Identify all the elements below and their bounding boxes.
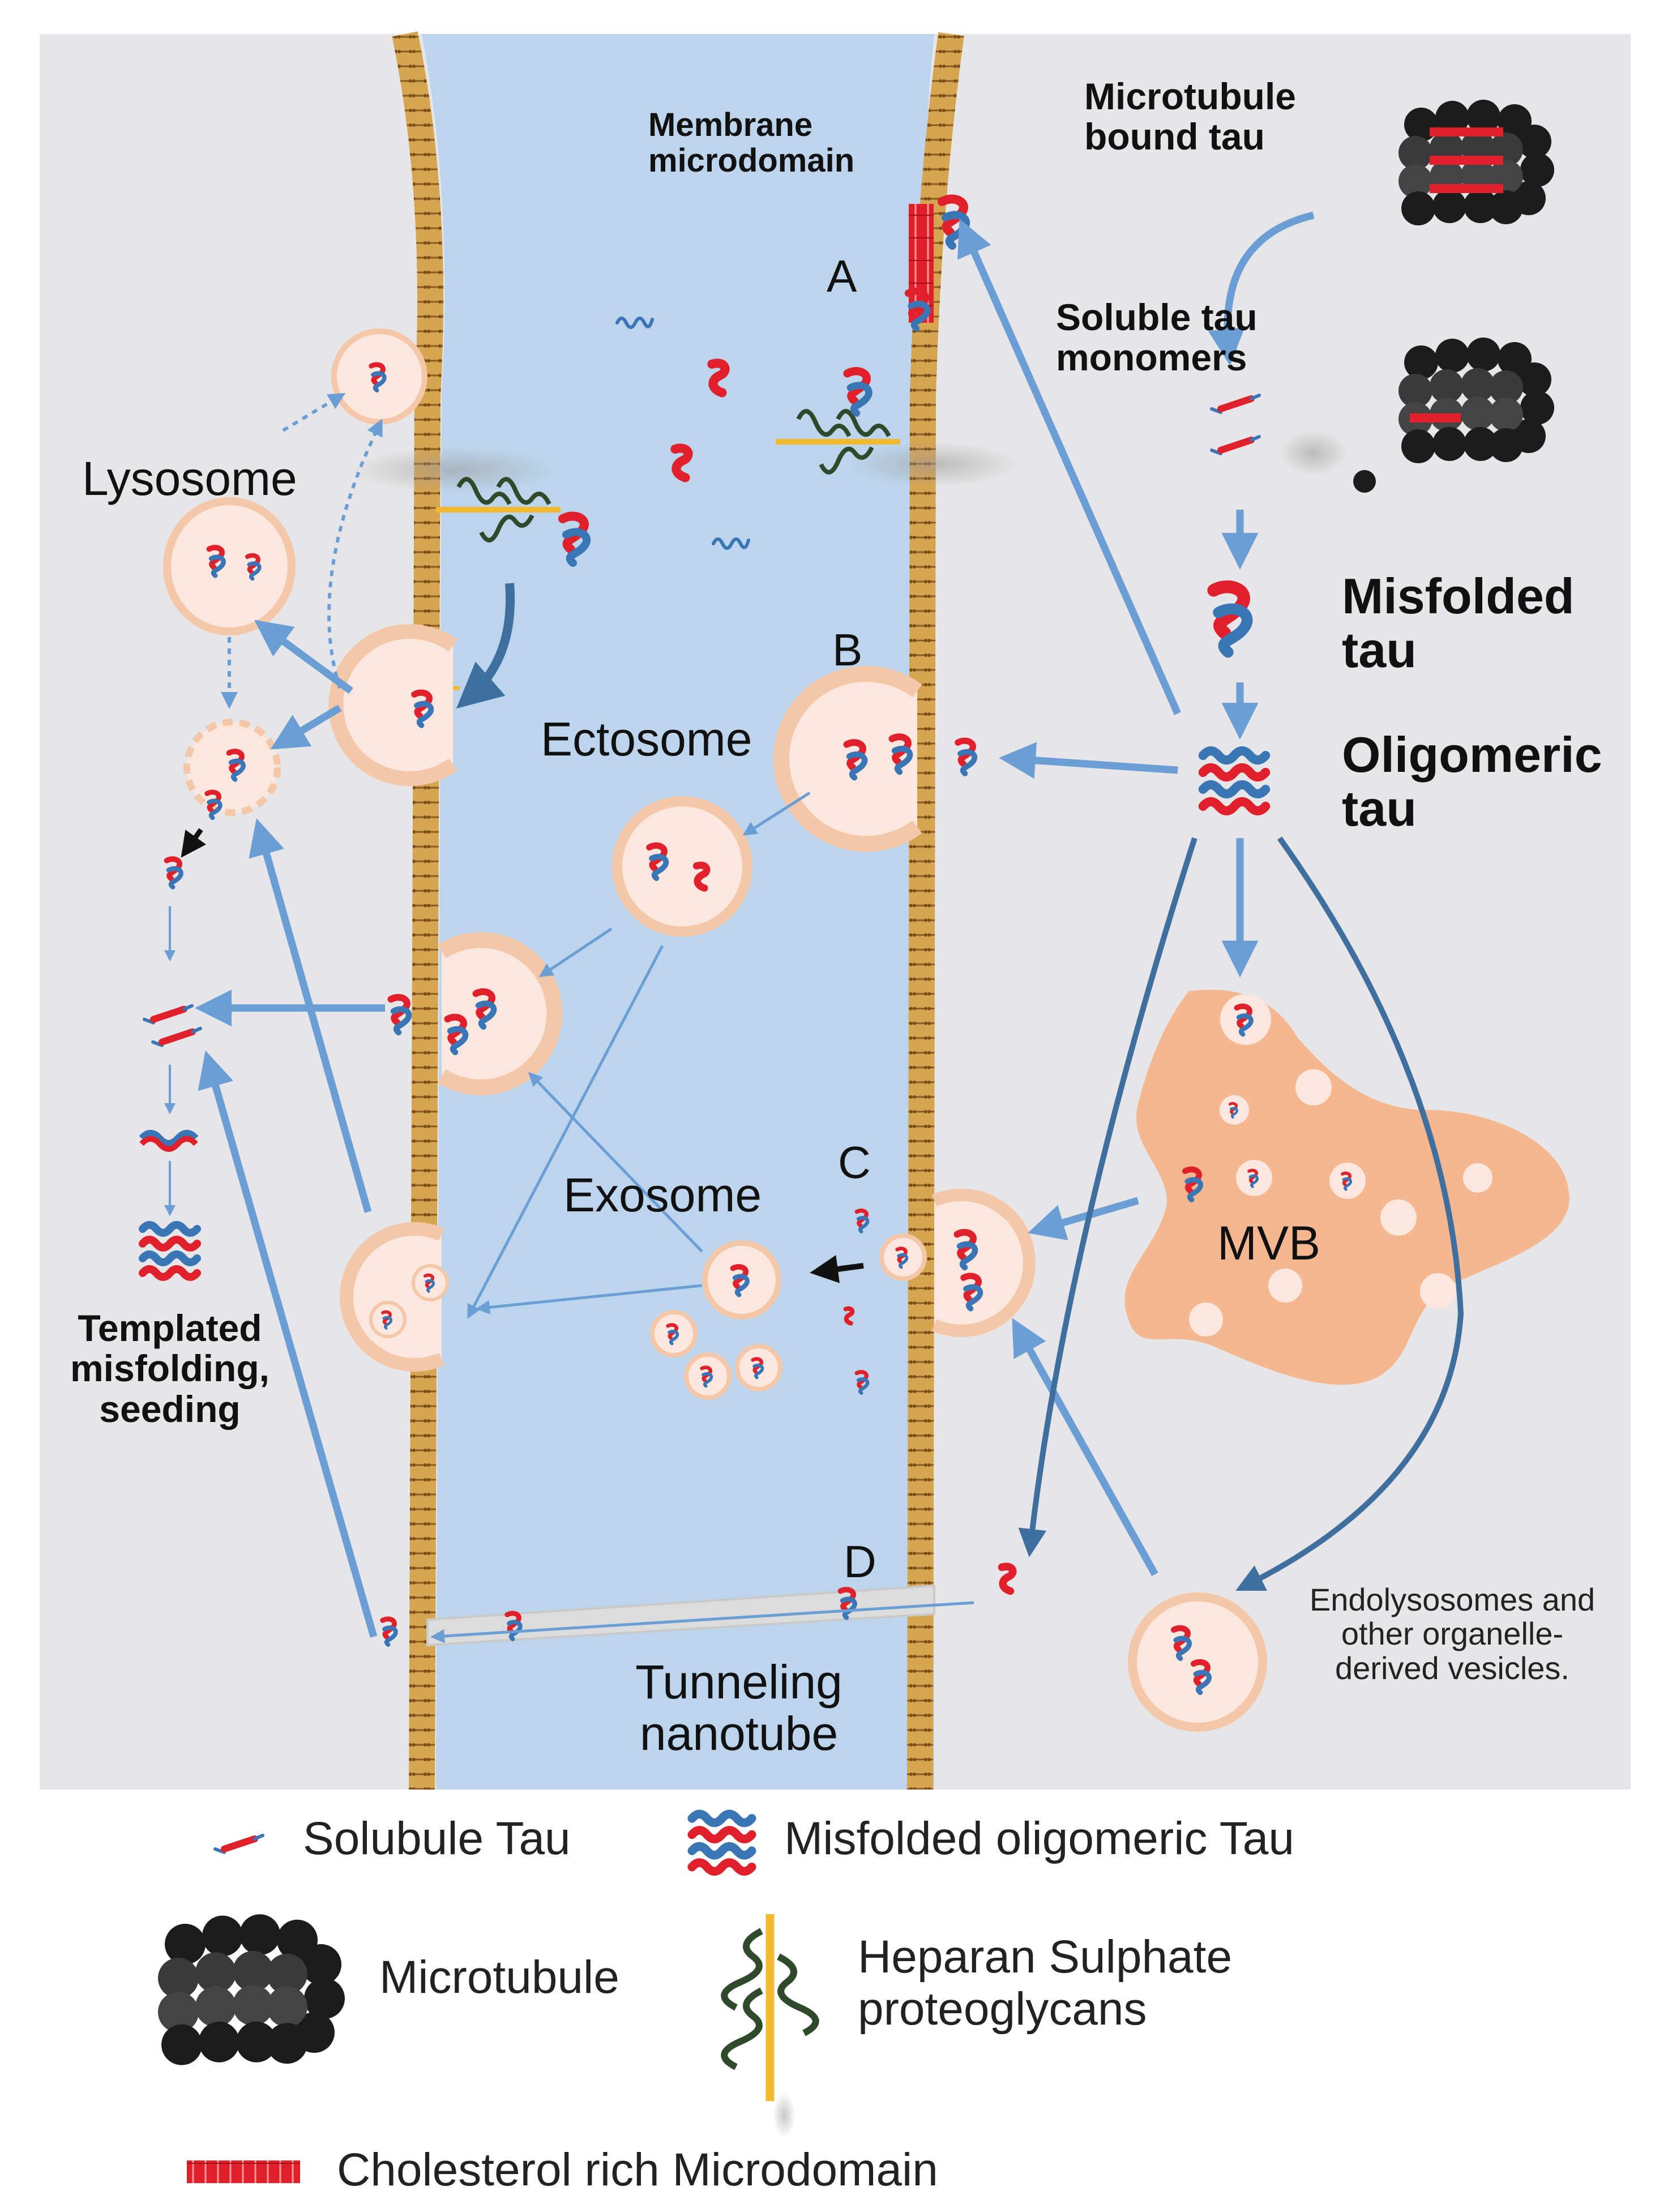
label-tunneling-nanotube: Tunneling nanotube <box>586 1656 892 1759</box>
label-templated-misfolding: Templated misfolding, seeding <box>48 1308 292 1429</box>
legend-heparan: Heparan Sulphate proteoglycans <box>858 1931 1232 2035</box>
label-tn-line1: Tunneling <box>635 1655 842 1709</box>
label-membrane-line1: Membrane <box>648 106 813 143</box>
label-soluble-tau-monomers: Soluble tau monomers <box>1056 297 1258 378</box>
label-route-b: B <box>832 625 863 675</box>
label-tm-line3: seeding <box>99 1387 241 1430</box>
label-lysosome: Lysosome <box>82 452 297 505</box>
label-oligomeric-tau: Oligomeric tau <box>1342 728 1602 835</box>
label-ot-line1: Oligomeric <box>1342 727 1602 783</box>
label-mtb-line1: Microtubule <box>1084 75 1296 117</box>
label-el-line2: other organelle- <box>1341 1616 1564 1652</box>
label-stm-line2: monomers <box>1056 336 1247 379</box>
label-tn-line2: nanotube <box>639 1706 839 1760</box>
label-el-line3: derived vesicles. <box>1335 1650 1569 1686</box>
label-endolysosomes: Endolysosomes and other organelle- deriv… <box>1277 1582 1628 1686</box>
legend-heparan-line1: Heparan Sulphate <box>858 1931 1233 1983</box>
label-route-a: A <box>827 251 857 301</box>
label-ectosome: Ectosome <box>541 712 752 766</box>
label-mtb-line2: bound tau <box>1084 116 1265 158</box>
legend-microtubule: Microtubule <box>379 1951 619 2003</box>
label-tm-line1: Templated <box>78 1307 262 1349</box>
label-membrane-line2: microdomain <box>648 142 855 179</box>
label-membrane-microdomain: Membrane microdomain <box>648 106 855 179</box>
label-route-d: D <box>844 1536 876 1587</box>
label-stm-line1: Soluble tau <box>1056 296 1258 338</box>
legend-cholesterol: Cholesterol rich Microdomain <box>337 2144 938 2196</box>
label-microtubule-bound-tau: Microtubule bound tau <box>1084 76 1296 157</box>
legend-soluble-tau: Solubule Tau <box>303 1813 571 1864</box>
label-mt-line2: tau <box>1342 622 1417 678</box>
label-tm-line2: misfolding, <box>70 1347 270 1390</box>
label-route-c: C <box>838 1137 871 1188</box>
legend-misfolded-oligomeric-tau: Misfolded oligomeric Tau <box>784 1813 1294 1864</box>
label-mvb: MVB <box>1217 1216 1321 1270</box>
label-ot-line2: tau <box>1342 780 1417 837</box>
legend-heparan-line2: proteoglycans <box>858 1983 1147 2035</box>
label-misfolded-tau: Misfolded tau <box>1342 569 1575 677</box>
label-el-line1: Endolysosomes and <box>1309 1582 1596 1617</box>
label-exosome: Exosome <box>563 1168 762 1222</box>
label-mt-line1: Misfolded <box>1342 568 1575 624</box>
